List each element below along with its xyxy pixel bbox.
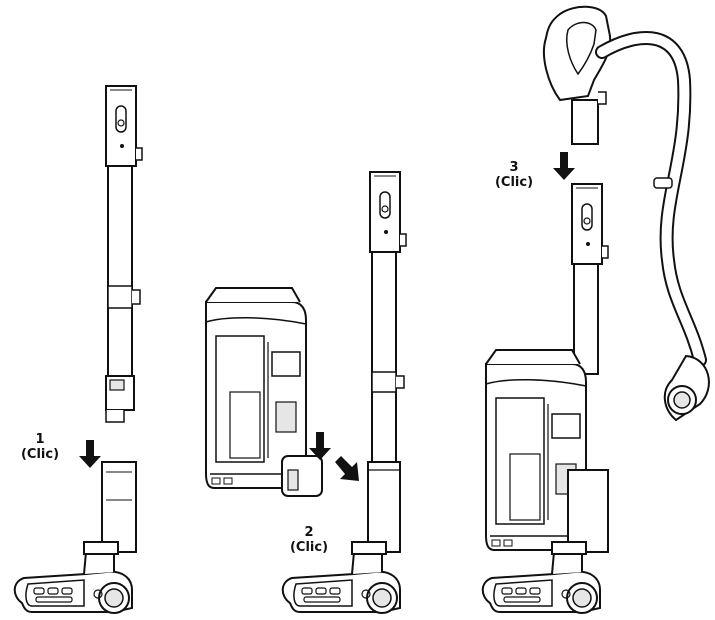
step-1-number: 1 bbox=[35, 432, 45, 447]
arrow-down-2 bbox=[309, 432, 331, 460]
floor-nozzle-1 bbox=[13, 461, 137, 614]
floor-nozzle-3 bbox=[481, 541, 601, 614]
wand-3 bbox=[571, 183, 609, 375]
assembly-1 bbox=[13, 85, 143, 614]
step-1-action: (Clic) bbox=[20, 447, 60, 462]
assembly-3 bbox=[481, 5, 710, 614]
arrow-down-1 bbox=[79, 440, 101, 468]
hose-3 bbox=[595, 30, 710, 422]
arrow-diagonal-2 bbox=[335, 456, 359, 481]
wand-2 bbox=[367, 171, 407, 553]
assembly-2 bbox=[205, 171, 407, 614]
step-2-label: 2 (Clic) bbox=[283, 525, 335, 555]
step-1-label: 1 (Clic) bbox=[14, 432, 66, 462]
step-3-number: 3 bbox=[509, 160, 519, 175]
pod-3 bbox=[485, 349, 609, 553]
arrow-down-3 bbox=[553, 152, 575, 180]
wand-1 bbox=[105, 85, 143, 423]
step-3-label: 3 (Clic) bbox=[488, 160, 540, 190]
step-3-action: (Clic) bbox=[494, 175, 534, 190]
step-2-number: 2 bbox=[304, 525, 314, 540]
step-2-action: (Clic) bbox=[289, 540, 329, 555]
pod-2 bbox=[205, 287, 323, 497]
handle-3 bbox=[542, 5, 612, 145]
